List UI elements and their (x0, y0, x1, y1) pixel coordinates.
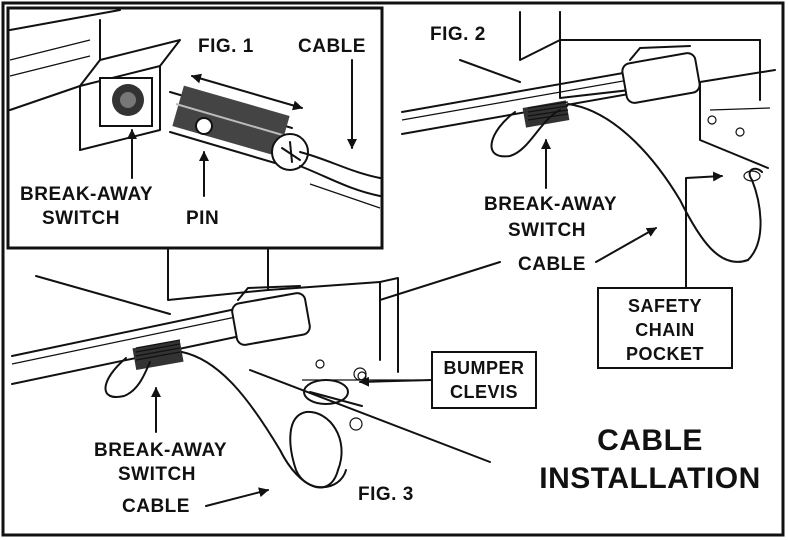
fig2-cable-arrow (595, 227, 657, 263)
fig3-title: FIG. 3 (358, 484, 414, 505)
fig2-pocket-arrow (685, 171, 723, 289)
fig2-pocket-label-line2: CHAIN (635, 320, 695, 340)
fig2-cable-label: CABLE (518, 254, 586, 275)
fig3-clevis-box (431, 351, 537, 409)
heading-line2: INSTALLATION (539, 462, 761, 495)
fig1-break-away-label-line1: BREAK-AWAY (20, 184, 153, 205)
fig3-break-away-label-line1: BREAK-AWAY (94, 440, 227, 461)
fig2-break-away-label-line2: SWITCH (508, 220, 586, 241)
fig1-break-away-label-line2: SWITCH (42, 208, 120, 229)
heading-line1: CABLE (597, 424, 703, 457)
fig2-title-leader (459, 59, 521, 83)
fig2-title: FIG. 2 (430, 24, 486, 45)
fig3-break-away-label-line2: SWITCH (118, 464, 196, 485)
fig3-cable-arrow (205, 487, 269, 507)
fig1-slide-arrow (191, 73, 303, 111)
fig3-clevis-label-line1: BUMPER (443, 358, 524, 378)
fig2-pocket-box (597, 287, 733, 369)
fig1-title: FIG. 1 (198, 36, 254, 57)
fig3-clevis-label-line2: CLEVIS (450, 382, 518, 402)
fig2-drawing (401, 11, 776, 263)
fig2-break-away-label-line1: BREAK-AWAY (484, 194, 617, 215)
fig3-clevis-arrow (359, 376, 433, 387)
fig2-pocket-label-line3: POCKET (626, 344, 704, 364)
fig1-cable-label: CABLE (298, 36, 366, 57)
fig2-pocket-label-line1: SAFETY (628, 296, 702, 316)
fig3-cable-label: CABLE (122, 496, 190, 517)
fig1-pin-label: PIN (186, 208, 219, 229)
